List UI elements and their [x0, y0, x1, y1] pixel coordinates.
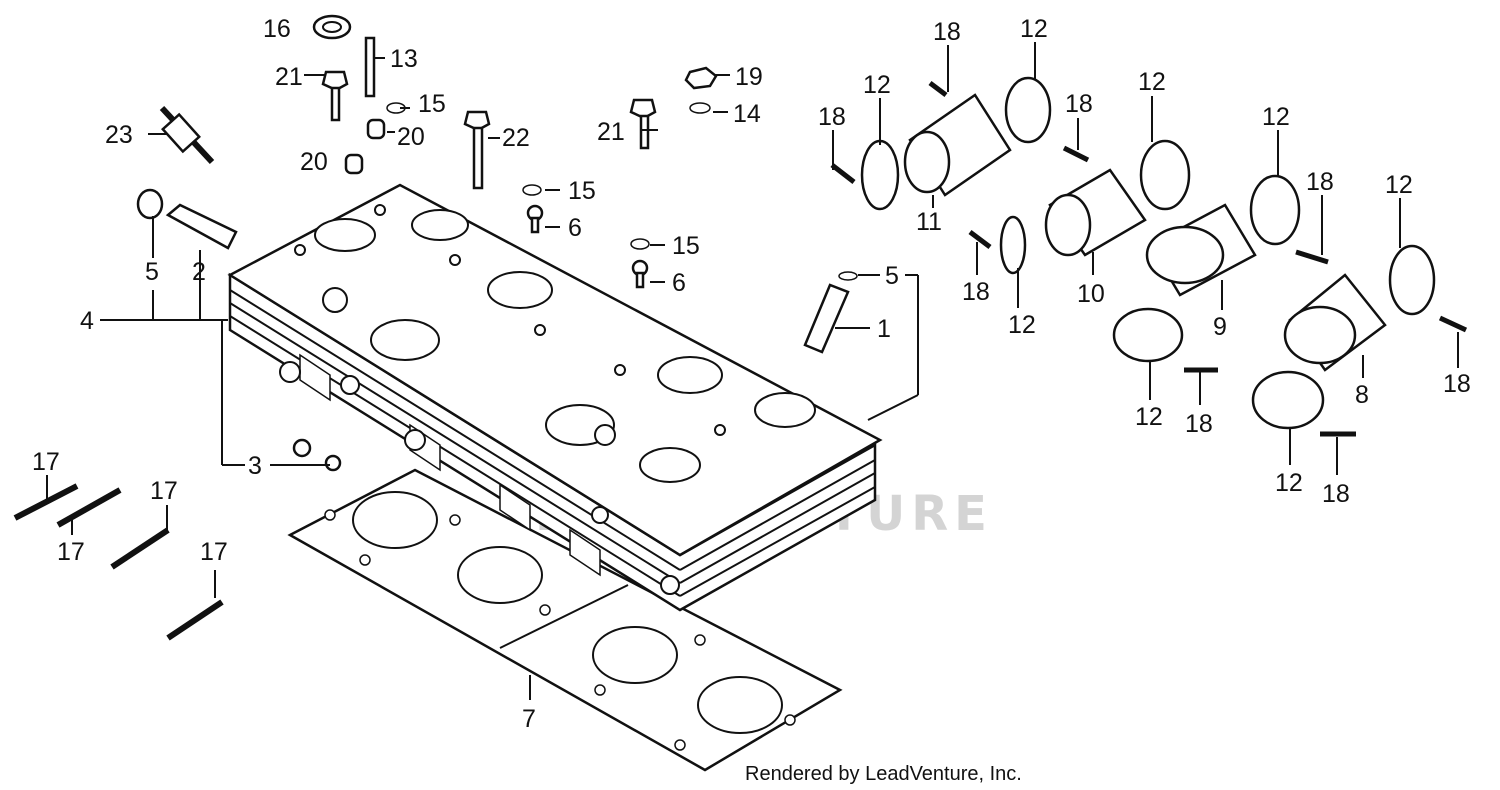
callout-21: 21 [597, 118, 625, 146]
callout-11: 11 [916, 208, 942, 236]
callout-5: 5 [885, 262, 899, 290]
bolt-part [321, 70, 349, 122]
small-bolt-part [526, 204, 544, 234]
o-ring-part [136, 188, 164, 220]
stud-part [56, 487, 122, 528]
callout-22: 22 [502, 124, 530, 152]
callout-14: 14 [733, 100, 761, 128]
valve-guide-part [165, 203, 238, 250]
callout-13: 13 [390, 45, 418, 73]
band-clamp-part [999, 215, 1027, 275]
insulator-part [1044, 168, 1147, 257]
callout-21: 21 [275, 63, 303, 91]
bolt-part [629, 98, 657, 150]
callout-18: 18 [1443, 370, 1471, 398]
band-clamp-part [1251, 370, 1325, 430]
nut-part [684, 66, 718, 90]
clamp-screw-part [1062, 145, 1090, 163]
callout-5: 5 [145, 258, 159, 286]
cylinder-head-part [227, 183, 883, 612]
insulator-part [903, 93, 1012, 197]
callout-12: 12 [1008, 311, 1036, 339]
band-clamp-part [1139, 139, 1191, 211]
spark-plug-part [159, 105, 215, 165]
callout-8: 8 [1355, 381, 1369, 409]
band-clamp-part [1249, 174, 1301, 246]
callout-18: 18 [818, 103, 846, 131]
callout-12: 12 [1275, 469, 1303, 497]
callout-10: 10 [1077, 280, 1105, 308]
stud-part [110, 527, 170, 570]
callout-18: 18 [1065, 90, 1093, 118]
callout-12: 12 [1138, 68, 1166, 96]
callout-18: 18 [1306, 168, 1334, 196]
callout-3: 3 [248, 452, 262, 480]
cap-part [292, 438, 312, 458]
callout-20: 20 [300, 148, 328, 176]
stud-part [13, 483, 79, 521]
callout-15: 15 [672, 232, 700, 260]
clamp-screw-part [830, 163, 856, 184]
small-bolt-part [631, 259, 649, 289]
callout-2: 2 [192, 258, 206, 286]
callout-19: 19 [735, 63, 763, 91]
cap-part [324, 454, 342, 472]
band-clamp-part [860, 139, 900, 211]
callout-17: 17 [200, 538, 228, 566]
callout-17: 17 [32, 448, 60, 476]
callout-labels: 16 13 21 15 20 20 23 22 21 19 14 15 6 15… [32, 15, 1471, 733]
callout-15: 15 [568, 177, 596, 205]
clamp-screw-part [968, 230, 992, 249]
callout-18: 18 [933, 18, 961, 46]
callout-18: 18 [1322, 480, 1350, 508]
callout-15: 15 [418, 90, 446, 118]
band-clamp-part [1388, 244, 1436, 316]
dowel-pin-part [344, 153, 364, 175]
callout-12: 12 [1262, 103, 1290, 131]
band-clamp-part [1004, 76, 1052, 144]
callout-12: 12 [1020, 15, 1048, 43]
callout-6: 6 [672, 269, 686, 297]
head-gasket-part [287, 468, 843, 772]
callout-18: 18 [962, 278, 990, 306]
valve-guide-part [803, 283, 850, 354]
o-ring-part [838, 271, 858, 281]
callout-23: 23 [105, 121, 133, 149]
long-bolt-part [463, 110, 491, 190]
insulator-part [1283, 273, 1387, 372]
stud-part [166, 599, 224, 641]
callout-12: 12 [1135, 403, 1163, 431]
clamp-screw-part [1438, 315, 1468, 333]
clamp-screw-part [928, 81, 948, 97]
washer-part [522, 184, 542, 196]
callout-16: 16 [263, 15, 291, 43]
callout-12: 12 [1385, 171, 1413, 199]
band-clamp-part [1112, 307, 1184, 363]
callout-6: 6 [568, 214, 582, 242]
washer-part [689, 102, 711, 114]
callout-17: 17 [150, 477, 178, 505]
insulator-part [1145, 203, 1257, 297]
callout-7: 7 [522, 705, 536, 733]
callout-17: 17 [57, 538, 85, 566]
washer-part [630, 238, 650, 250]
callout-1: 1 [877, 315, 891, 343]
clamp-screw-part [1295, 249, 1329, 265]
leader-lines [46, 42, 1459, 700]
callout-12: 12 [863, 71, 891, 99]
callout-9: 9 [1213, 313, 1227, 341]
render-credit: Rendered by LeadVenture, Inc. [745, 763, 1022, 785]
callout-20: 20 [397, 123, 425, 151]
stud-bolt-part [364, 36, 376, 98]
callout-18: 18 [1185, 410, 1213, 438]
callout-4: 4 [80, 307, 94, 335]
dowel-pin-part [366, 118, 386, 140]
